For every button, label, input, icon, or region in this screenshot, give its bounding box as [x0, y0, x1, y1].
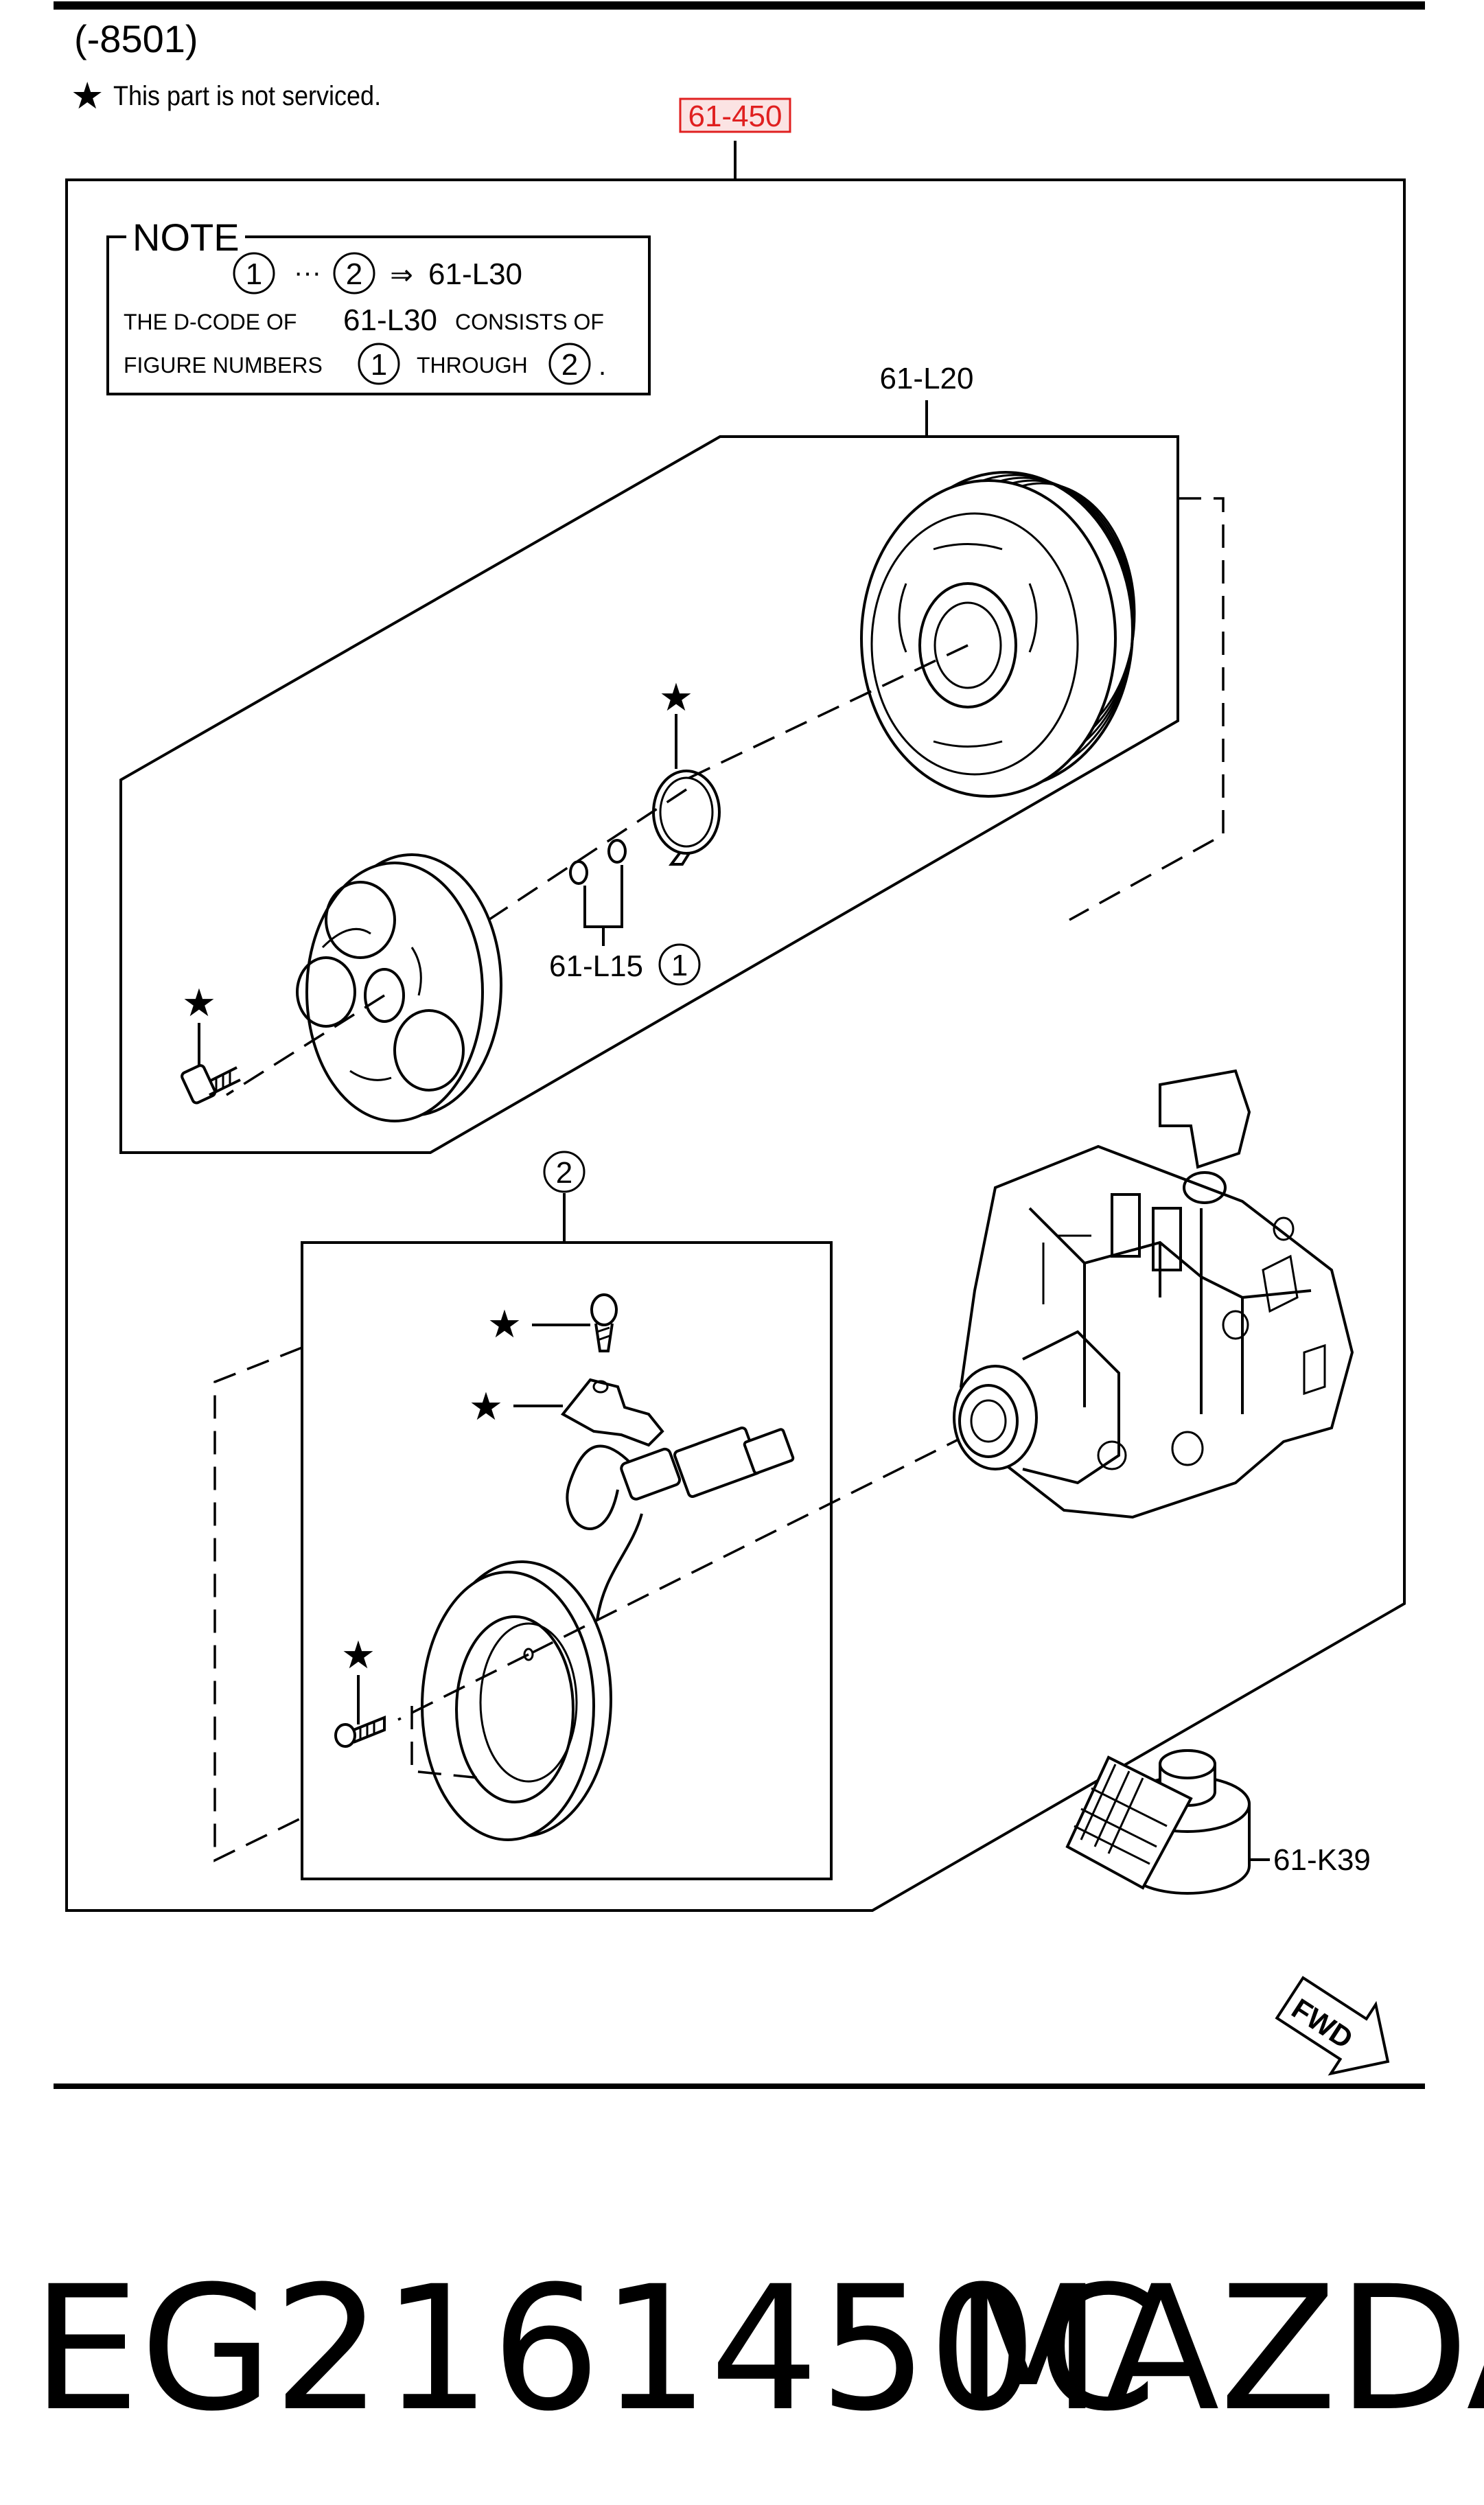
snap-ring-icon [652, 770, 721, 866]
note-line1-end: 2 [346, 257, 362, 291]
note-line2-b: CONSISTS OF [455, 310, 604, 334]
pulley-code-label[interactable]: 61-L20 [879, 362, 973, 395]
note-box: NOTE 1 ··· 2 ⇒ 61-L30 THE D-CODE OF 61-L… [106, 216, 651, 395]
pulley-axis-dash [686, 644, 969, 781]
header-star-icon: ★ [71, 76, 104, 117]
armature-plate-icon [296, 853, 502, 1122]
note-line1-code: 61-L30 [428, 257, 522, 291]
note-line3-a: FIGURE NUMBERS [124, 353, 323, 378]
center-bolt-icon [181, 1064, 241, 1105]
note-line3-circle-2 [548, 343, 591, 385]
clutch-coil-subassembly-frame [301, 1241, 833, 1880]
bracket-star-icon: ★ [469, 1385, 503, 1428]
relief-valve-icon [1065, 1749, 1251, 1895]
coil-connector-icon [566, 1426, 795, 1621]
header-range: (-8501) [74, 17, 198, 60]
assembly-frame [65, 178, 1406, 1912]
shims-fig-circle [658, 943, 701, 986]
clutch-fig-number[interactable]: 2 [556, 1156, 572, 1190]
assembly-code-label: 61-450 [688, 100, 782, 133]
pulley-dashed-extension [1069, 497, 1225, 921]
coil-axis-dash-2 [397, 1653, 529, 1721]
pulley-subassembly-frame [119, 435, 1179, 1154]
assembly-code-callout[interactable]: 61-450 [679, 97, 791, 133]
note-line1-start: 1 [246, 257, 262, 291]
note-line3-end: . [599, 351, 606, 381]
clutch-fig-circle [543, 1151, 586, 1193]
note-line2-code: 61-L30 [343, 303, 437, 337]
lead-screw-icon [590, 1293, 618, 1352]
note-title: NOTE [132, 216, 240, 259]
pulley-icon [860, 471, 1136, 798]
snap-ring-star-icon: ★ [659, 676, 693, 719]
harness-bracket-icon [560, 1378, 664, 1447]
coil-screw-star-icon: ★ [341, 1633, 375, 1676]
armature-axis-dash [226, 994, 385, 1096]
bolt-star-icon: ★ [182, 981, 216, 1024]
note-line3-circle-1 [358, 343, 400, 385]
note-line2-a: THE D-CODE OF [124, 310, 297, 334]
note-circle-1 [233, 252, 275, 295]
shims-leader [583, 865, 623, 928]
clutch-dashed-extension [213, 1346, 303, 1862]
note-line3-num2: 2 [561, 348, 578, 382]
shims-fig-number: 1 [671, 949, 688, 982]
coil-screw-icon [334, 1716, 386, 1748]
field-coil-icon [421, 1560, 612, 1841]
note-line3-b: THROUGH [417, 353, 528, 378]
coil-axis-dash [528, 1433, 969, 1656]
compressor-body-icon [953, 1069, 1354, 1519]
coil-inner-dash [410, 1706, 481, 1779]
header-not-serviced-note: This part is not serviced. [113, 81, 381, 111]
shims-code-label[interactable]: 61-L15 [549, 949, 643, 983]
note-box-border [106, 235, 651, 395]
screw-star-icon: ★ [487, 1302, 522, 1346]
note-line1-dots: ··· [294, 257, 321, 288]
valve-code-label[interactable]: 61-K39 [1273, 1843, 1371, 1877]
forward-arrow-icon: FWD [1275, 1976, 1390, 2076]
assembly-code-box [679, 97, 791, 133]
part-number: EG2161450C [32, 2249, 1157, 2449]
note-circle-2 [333, 252, 375, 295]
note-line3-num1: 1 [371, 348, 387, 382]
note-line1-arrow: ⇒ [390, 260, 413, 290]
brand-name: MAZDA [954, 2249, 1484, 2449]
